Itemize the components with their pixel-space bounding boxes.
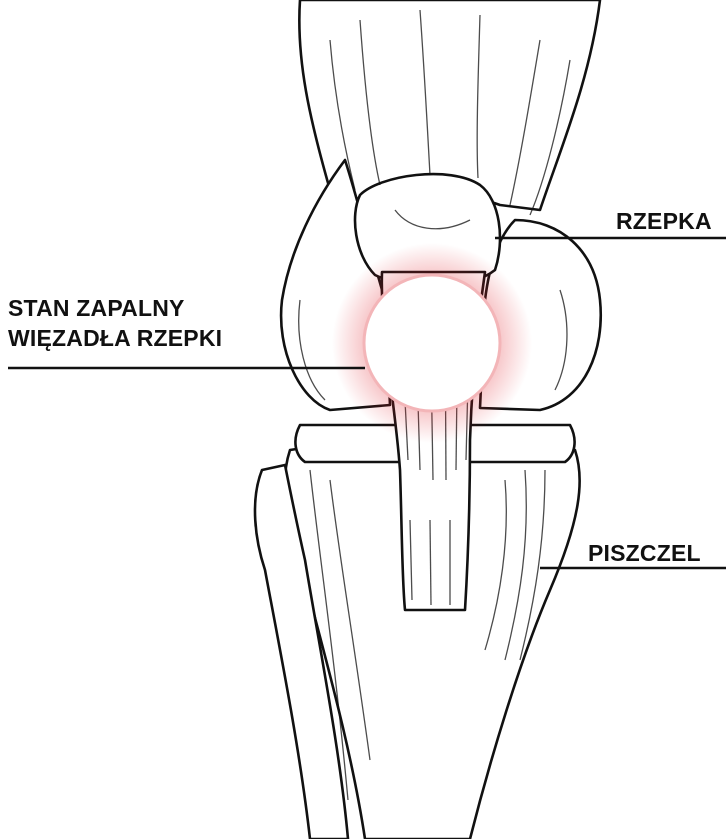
inflammation-label-line2: WIĘZADŁA RZEPKI [8,323,222,353]
inflammation-label: STAN ZAPALNY WIĘZADŁA RZEPKI [8,293,222,353]
tibia-label: PISZCZEL [588,538,701,568]
inflammation-highlight [332,243,532,443]
patella-label: RZEPKA [616,206,712,236]
inflammation-label-line1: STAN ZAPALNY [8,293,222,323]
